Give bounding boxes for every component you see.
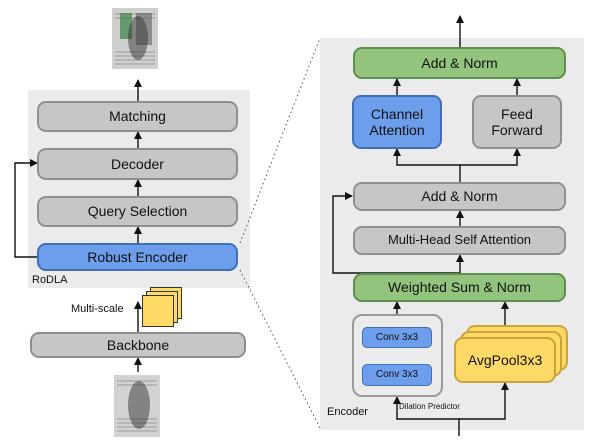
avgpool-box: AvgPool3x3 [454, 337, 556, 383]
add-norm-mid-box: Add & Norm [353, 182, 566, 211]
add-norm-top-box: Add & Norm [353, 47, 566, 79]
conv-top-box: Conv 3x3 [362, 327, 432, 348]
weighted-sum-norm-box: Weighted Sum & Norm [353, 273, 566, 302]
robust-encoder-box: Robust Encoder [37, 243, 238, 271]
dilation-predictor-label: Dilation Predictor [399, 402, 460, 411]
mhsa-box: Multi-Head Self Attention [353, 226, 566, 255]
channel-attention-box: Channel Attention [352, 95, 442, 149]
rodla-label: RoDLA [32, 274, 68, 286]
input-document-image [114, 375, 160, 437]
output-document-image [112, 8, 158, 69]
feed-forward-box: Feed Forward [472, 95, 562, 149]
backbone-box: Backbone [30, 332, 246, 358]
matching-box: Matching [37, 101, 238, 132]
decoder-box: Decoder [37, 148, 238, 180]
multiscale-label: Multi-scale [71, 303, 124, 315]
conv-bottom-box: Conv 3x3 [362, 364, 432, 386]
encoder-label: Encoder [327, 406, 368, 418]
query-selection-box: Query Selection [37, 196, 238, 227]
